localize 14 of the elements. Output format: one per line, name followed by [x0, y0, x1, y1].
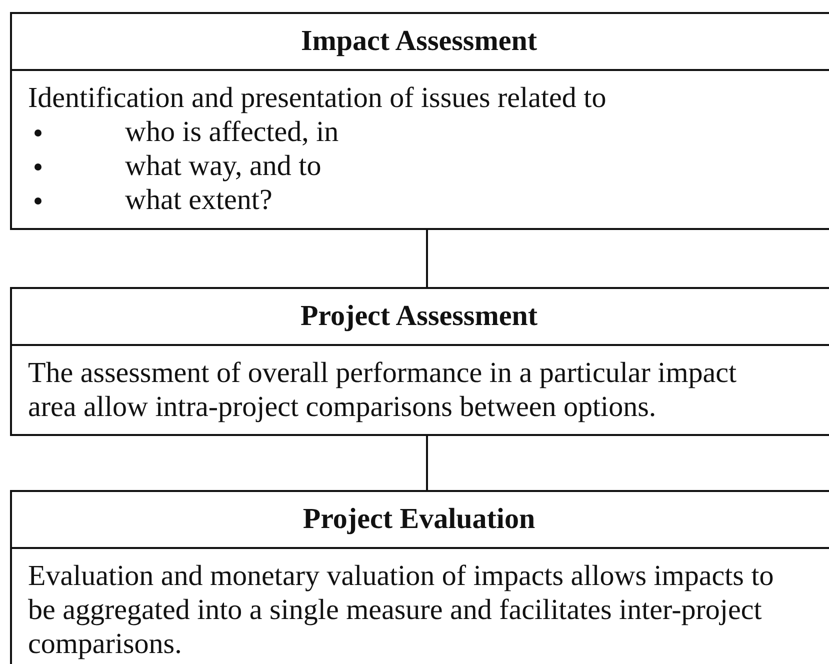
description-text: Evaluation and monetary valuation of impacts allows impacts to be aggregated into a single measure and facilitates inter-project comparisons.	[28, 559, 775, 661]
bullet-item: what extent?	[125, 184, 272, 216]
process-box	[10, 287, 829, 436]
description-text: The assessment of overall performance in a particular impact area allow intra-project comparisons between options.	[28, 356, 738, 424]
box-heading: Project Assessment	[12, 289, 829, 346]
bullet-item: what way, and to	[125, 150, 322, 182]
connector-line	[426, 436, 428, 490]
bullet-item: who is affected, in	[125, 116, 339, 148]
box-heading: Project Evaluation	[12, 492, 829, 549]
process-box	[10, 490, 829, 664]
description-text: Identification and presentation of issues related to	[28, 81, 608, 115]
connector-line	[426, 230, 428, 287]
box-heading: Impact Assessment	[12, 14, 829, 71]
process-box	[10, 12, 829, 230]
